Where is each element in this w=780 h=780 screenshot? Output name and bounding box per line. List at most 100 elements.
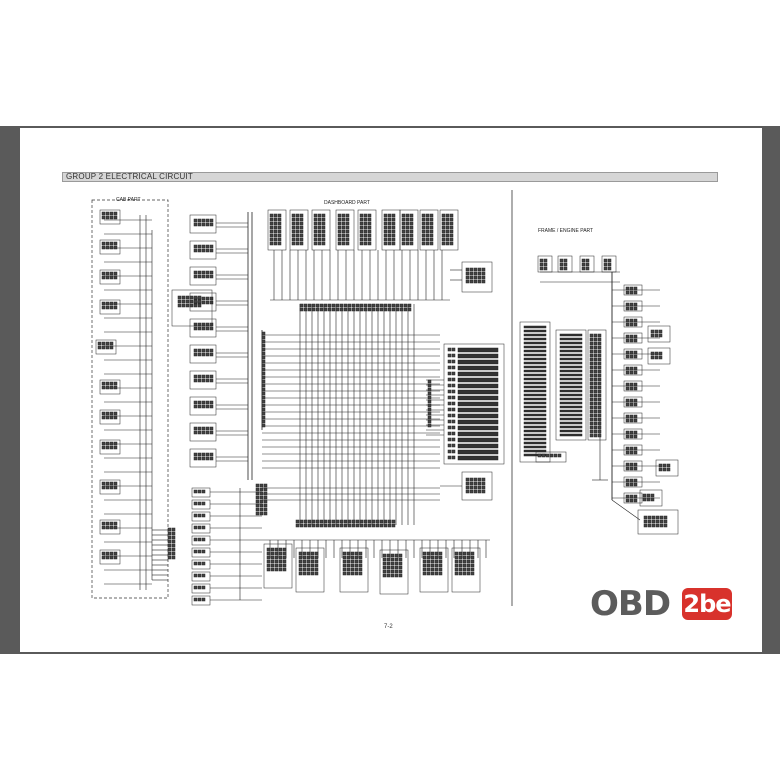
component: [427, 419, 432, 424]
component: [593, 349, 598, 354]
component: [109, 441, 114, 446]
component: [209, 244, 214, 249]
component: [422, 551, 427, 556]
component: [315, 523, 320, 528]
component: [317, 225, 322, 230]
component: [274, 559, 279, 564]
component: [387, 233, 392, 238]
component: [466, 551, 471, 556]
component: [337, 221, 342, 226]
component: [597, 345, 602, 350]
component: [197, 501, 202, 506]
component: [270, 551, 275, 556]
component: [201, 270, 206, 275]
component: [585, 262, 590, 267]
component: [298, 567, 303, 572]
component: [543, 266, 548, 271]
component: [654, 355, 659, 360]
component: [201, 573, 206, 578]
component: [633, 430, 638, 435]
component: [295, 233, 300, 238]
component: [201, 300, 206, 305]
component: [347, 519, 352, 524]
component: [407, 307, 412, 312]
component: [647, 519, 652, 524]
component: [625, 386, 630, 391]
component: [261, 419, 266, 424]
component: [259, 491, 264, 496]
component: [470, 567, 475, 572]
component: [623, 300, 643, 312]
component: [209, 456, 214, 461]
component: [277, 213, 282, 218]
component: [391, 221, 396, 226]
component: [629, 382, 634, 387]
component: [473, 481, 478, 486]
component: [310, 563, 315, 568]
component: [339, 303, 344, 308]
component: [339, 547, 369, 593]
page-number: 7-2: [384, 624, 393, 630]
component: [398, 573, 403, 578]
component: [193, 513, 198, 518]
component: [579, 255, 595, 273]
component: [323, 523, 328, 528]
component: [629, 334, 634, 339]
component: [473, 485, 478, 490]
component: [454, 563, 459, 568]
component: [658, 467, 663, 472]
component: [593, 385, 598, 390]
component: [462, 563, 467, 568]
component: [539, 262, 544, 267]
component: [625, 286, 630, 291]
component: [259, 499, 264, 504]
component: [597, 333, 602, 338]
component: [434, 571, 439, 576]
component: [462, 567, 467, 572]
component: [597, 381, 602, 386]
component: [390, 573, 395, 578]
component: [457, 407, 499, 413]
component: [382, 565, 387, 570]
component: [462, 559, 467, 564]
component: [625, 398, 630, 403]
component: [643, 523, 648, 528]
component: [197, 218, 202, 223]
component: [409, 237, 414, 242]
component: [269, 213, 274, 218]
component: [314, 555, 319, 560]
component: [445, 213, 450, 218]
component: [462, 571, 467, 576]
component: [105, 441, 110, 446]
component: [429, 229, 434, 234]
component: [291, 241, 296, 246]
component: [449, 229, 454, 234]
component: [383, 233, 388, 238]
component: [629, 370, 634, 375]
component: [313, 229, 318, 234]
component: [193, 585, 198, 590]
component: [481, 477, 486, 482]
component: [99, 209, 121, 225]
component: [113, 551, 118, 556]
component: [625, 482, 630, 487]
component: [401, 225, 406, 230]
component: [559, 397, 583, 401]
component: [197, 348, 202, 353]
component: [637, 509, 679, 535]
component: [447, 407, 452, 412]
component: [302, 563, 307, 568]
component: [193, 295, 198, 300]
component: [282, 551, 287, 556]
component: [447, 449, 452, 454]
component: [422, 555, 427, 560]
component: [171, 547, 176, 552]
component: [659, 515, 664, 520]
component: [273, 241, 278, 246]
component: [105, 241, 110, 246]
component: [597, 373, 602, 378]
component: [105, 211, 110, 216]
component: [426, 563, 431, 568]
component: [383, 213, 388, 218]
component: [625, 434, 630, 439]
